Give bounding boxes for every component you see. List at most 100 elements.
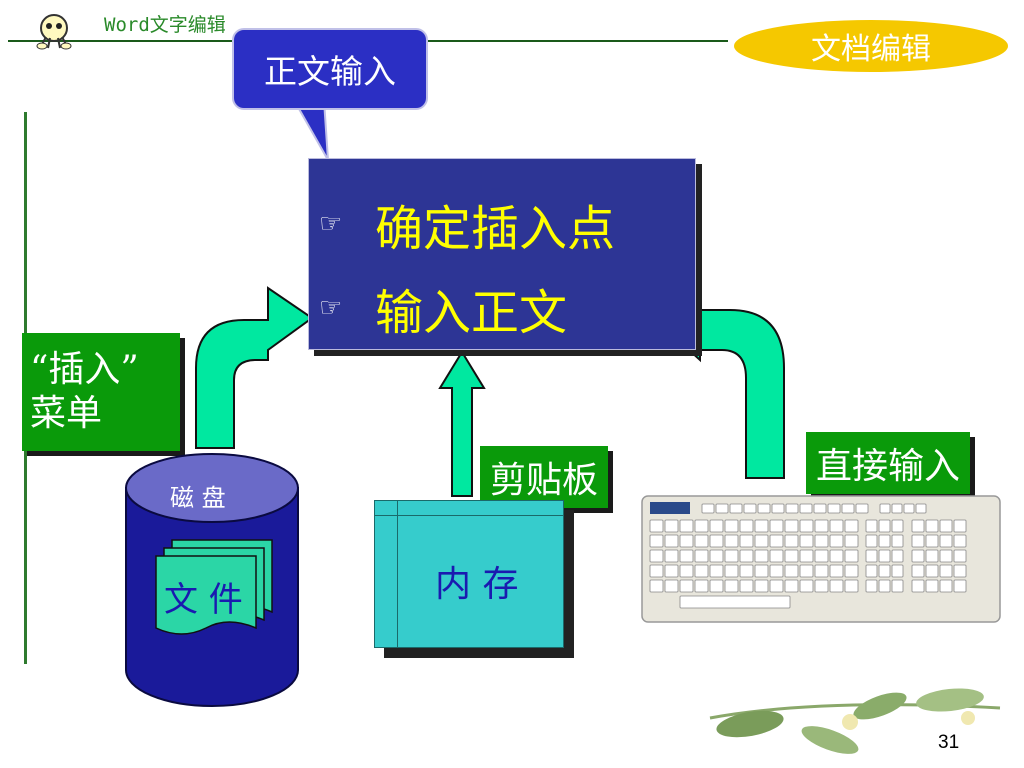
keyboard-key xyxy=(865,519,878,533)
step-text: 输入正文 xyxy=(375,285,568,341)
callout-text-input: 正文输入 xyxy=(232,28,428,110)
keyboard-key xyxy=(878,534,891,548)
keyboard-key xyxy=(743,503,757,514)
keyboard-key xyxy=(769,549,784,563)
keyboard-key xyxy=(844,534,859,548)
keyboard-key xyxy=(649,549,664,563)
keyboard-key xyxy=(769,579,784,593)
keyboard-key xyxy=(865,534,878,548)
keyboard-key xyxy=(664,549,679,563)
keyboard-key xyxy=(724,519,739,533)
page-number: 31 xyxy=(938,732,960,753)
keyboard-key xyxy=(799,564,814,578)
keyboard-key xyxy=(701,503,715,514)
keyboard-key xyxy=(953,534,967,548)
keyboard-key xyxy=(844,549,859,563)
keyboard-key xyxy=(915,503,927,514)
keyboard-key xyxy=(754,519,769,533)
keyboard-key xyxy=(953,519,967,533)
keyboard-key xyxy=(891,549,904,563)
keyboard-key xyxy=(891,503,903,514)
keyboard-key xyxy=(754,564,769,578)
keyboard-key xyxy=(784,534,799,548)
keyboard-icon xyxy=(641,495,1001,623)
keyboard-key xyxy=(911,549,925,563)
keyboard-key xyxy=(664,534,679,548)
disk-title: 磁 盘 xyxy=(170,484,226,512)
keyboard-key xyxy=(814,534,829,548)
keyboard-key xyxy=(841,503,855,514)
step-item: ☞ 输入正文 xyxy=(319,273,567,343)
keyboard-key xyxy=(784,519,799,533)
keyboard-key xyxy=(878,564,891,578)
keyboard-key xyxy=(953,549,967,563)
keyboard-key xyxy=(844,519,859,533)
clipboard-label: 剪贴板 xyxy=(480,446,609,508)
keyboard-key xyxy=(694,534,709,548)
insert-menu-label: “插入” 菜单 xyxy=(22,333,180,451)
keyboard-key xyxy=(649,534,664,548)
keyboard-key xyxy=(865,549,878,563)
keyboard-key xyxy=(829,519,844,533)
keyboard-key xyxy=(724,579,739,593)
direct-input-label: 直接输入 xyxy=(806,432,971,494)
keyboard-key xyxy=(925,519,939,533)
keyboard-key xyxy=(709,534,724,548)
keyboard-key xyxy=(925,549,939,563)
keyboard-key xyxy=(799,503,813,514)
keyboard-key xyxy=(739,579,754,593)
keyboard-key xyxy=(878,549,891,563)
step-item: ☞ 确定插入点 xyxy=(319,189,615,259)
keyboard-key xyxy=(709,579,724,593)
keyboard-key xyxy=(844,564,859,578)
keyboard-key xyxy=(844,579,859,593)
keyboard-key xyxy=(769,564,784,578)
keyboard-key xyxy=(649,564,664,578)
keyboard-key xyxy=(679,534,694,548)
keyboard-key xyxy=(724,549,739,563)
keyboard-key xyxy=(679,579,694,593)
keyboard-key xyxy=(829,579,844,593)
main-steps-box: ☞ 确定插入点 ☞ 输入正文 xyxy=(308,158,696,350)
keyboard-key xyxy=(878,519,891,533)
keyboard-key xyxy=(769,519,784,533)
keyboard-key xyxy=(855,503,869,514)
keyboard-keys xyxy=(649,503,967,609)
keyboard-key xyxy=(664,564,679,578)
keyboard-key xyxy=(771,503,785,514)
keyboard-key xyxy=(903,503,915,514)
keyboard-key xyxy=(739,564,754,578)
keyboard-key xyxy=(939,534,953,548)
keyboard-key xyxy=(953,579,967,593)
keyboard-key xyxy=(739,549,754,563)
section-title-pill: 文档编辑 xyxy=(734,20,1008,72)
keyboard-key xyxy=(911,579,925,593)
keyboard-key xyxy=(784,579,799,593)
keyboard-key xyxy=(891,564,904,578)
pointing-hand-icon: ☞ xyxy=(319,293,343,323)
keyboard-key xyxy=(679,564,694,578)
mascot-logo-icon xyxy=(36,14,72,50)
pointing-hand-icon: ☞ xyxy=(319,209,343,239)
keyboard-key xyxy=(709,519,724,533)
keyboard-key xyxy=(729,503,743,514)
keyboard-key xyxy=(829,564,844,578)
keyboard-key xyxy=(724,564,739,578)
keyboard-key xyxy=(939,579,953,593)
disk-cylinder xyxy=(125,453,299,707)
keyboard-key xyxy=(814,549,829,563)
keyboard-key xyxy=(813,503,827,514)
keyboard-key xyxy=(769,534,784,548)
keyboard-key xyxy=(925,534,939,548)
keyboard-key xyxy=(649,579,664,593)
keyboard-key xyxy=(829,549,844,563)
keyboard-key xyxy=(925,579,939,593)
keyboard-key xyxy=(878,579,891,593)
keyboard-key xyxy=(814,519,829,533)
keyboard-key xyxy=(865,579,878,593)
memory-label: 内 存 xyxy=(435,564,519,605)
keyboard-key xyxy=(715,503,729,514)
keyboard-key xyxy=(694,564,709,578)
keyboard-key xyxy=(911,534,925,548)
keyboard-key xyxy=(664,519,679,533)
